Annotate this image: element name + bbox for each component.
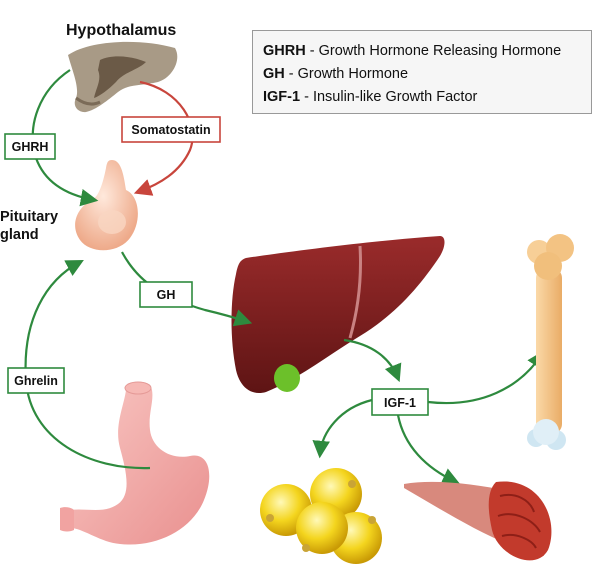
- legend-term: IGF-1: [263, 89, 301, 105]
- legend-term: GHRH: [263, 43, 306, 59]
- pituitary-illustration: [75, 160, 138, 251]
- hypothalamus-illustration: [68, 41, 178, 113]
- legend-definition: - Growth Hormone: [284, 66, 409, 82]
- ghrelin-label-box: [7, 367, 65, 394]
- ghrh-label-box: [4, 133, 56, 160]
- legend-term: GH: [263, 66, 285, 82]
- igf1-to-muscle-arrow: [396, 414, 460, 485]
- legend-item-gh: GH - Growth Hormone: [263, 63, 581, 86]
- somatostatin-label: Somatostatin: [131, 123, 210, 137]
- ghrh-label: GHRH: [12, 140, 49, 154]
- pituitary-label-line1: Pituitary: [0, 209, 58, 225]
- legend-box: GHRH - Growth Hormone Releasing Hormone …: [252, 30, 592, 114]
- igf1-to-bone-arrow: [427, 350, 545, 405]
- ghrelin-label: Ghrelin: [14, 374, 58, 388]
- legend-item-ghrh: GHRH - Growth Hormone Releasing Hormone: [263, 40, 581, 63]
- igf1-label: IGF-1: [384, 396, 416, 410]
- gh-label: GH: [157, 288, 176, 302]
- muscle-illustration: [404, 481, 552, 561]
- legend-definition: - Insulin-like Growth Factor: [300, 89, 478, 105]
- hypothalamus-label: Hypothalamus: [66, 22, 176, 39]
- somatostatin-label-box: [121, 116, 221, 143]
- liver-to-igf1-arrow: [343, 338, 402, 383]
- legend-definition: - Growth Hormone Releasing Hormone: [305, 43, 562, 59]
- fat-cells-illustration: [260, 468, 382, 564]
- pituitary-label-line2: gland: [0, 227, 39, 243]
- bone-illustration: [527, 234, 574, 450]
- igf1-to-fat-arrow: [312, 398, 373, 459]
- legend-item-igf1: IGF-1 - Insulin-like Growth Factor: [263, 86, 581, 109]
- gh-arrow: [121, 251, 253, 327]
- gh-label-box: [139, 281, 193, 308]
- liver-illustration: [231, 236, 445, 394]
- somatostatin-arrow: [133, 80, 194, 196]
- stomach-illustration: [60, 381, 210, 545]
